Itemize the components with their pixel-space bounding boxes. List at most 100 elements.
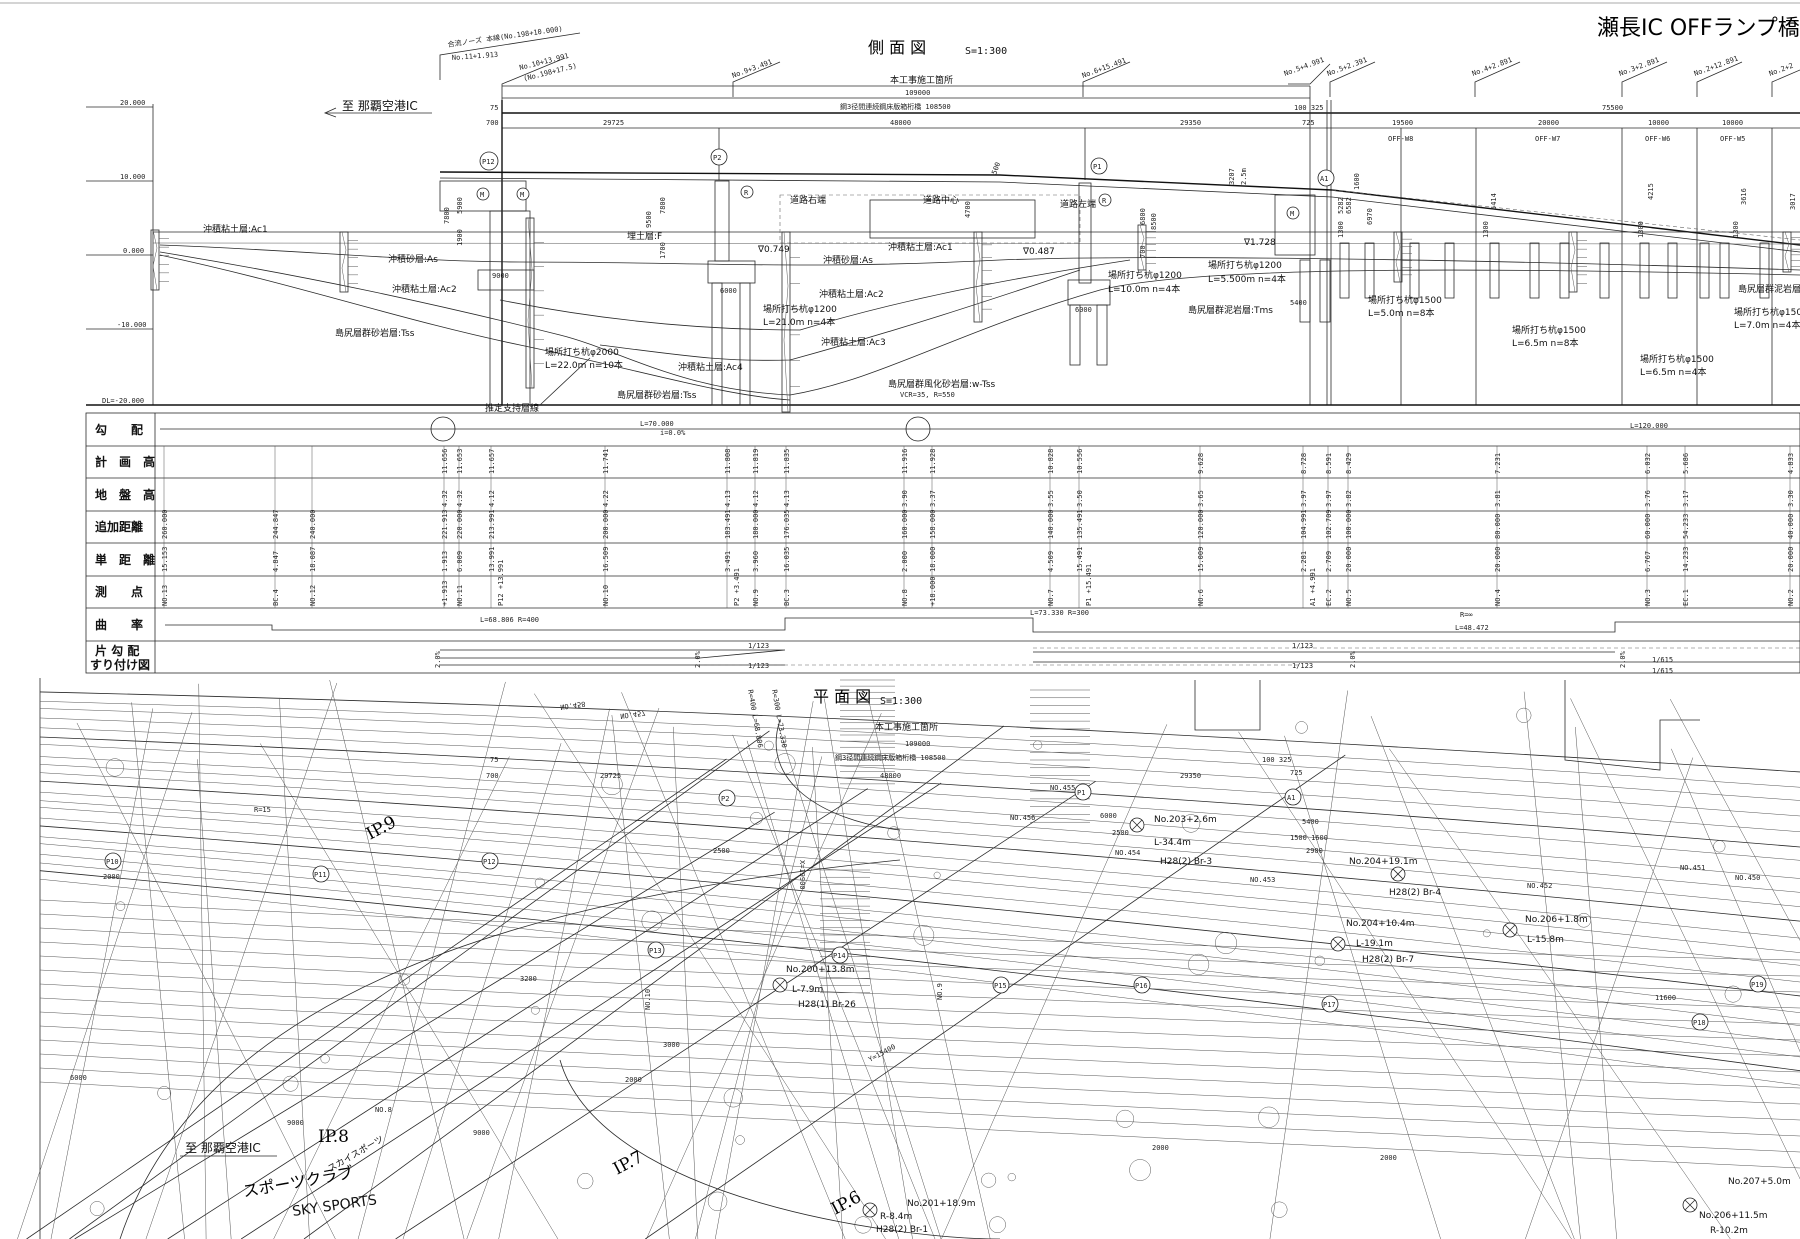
station-cell-add: 120.000 [1197, 509, 1205, 539]
dim: 6000 [1075, 306, 1092, 314]
tree-symbol-icon [981, 1172, 997, 1188]
boring-station: No.200+13.8m [786, 965, 854, 975]
plan-guide-line [259, 743, 559, 1239]
borehole-column [339, 231, 349, 293]
dim: R=400 L=68.806 [746, 689, 764, 749]
layer-label: 島尻層群砂岩層:Tss [617, 389, 697, 401]
retaining-wall-pile [1489, 242, 1500, 299]
retaining-wall-pile [1529, 242, 1540, 299]
boring-station: No.204+10.4m [1346, 919, 1414, 929]
layer-label: 島尻層群風化砂岩層:w-Tss [888, 378, 996, 390]
pile-type: 場所打ち杭φ2000 [545, 346, 619, 358]
superelevation-label: 1/123 [1292, 662, 1313, 670]
station-cell-ground: 3.50 [1076, 490, 1084, 507]
dim: 2.5m [1240, 168, 1248, 185]
station-cell-point: NO.10 [602, 585, 610, 606]
ip-label: IP.6 [828, 1187, 865, 1219]
boring-station: No.206+11.5m [1699, 1211, 1767, 1221]
dim: 2500 [1112, 829, 1129, 837]
road-edge-line [39, 756, 1800, 879]
station-cell-single: 3.491 [724, 551, 732, 572]
crossing-line [26, 758, 727, 1239]
dim: 9500 [645, 211, 653, 228]
station-cell-add: 200.000 [602, 509, 610, 539]
station-cell-add: 104.991 [1300, 509, 1308, 539]
total-length: 109000 [905, 89, 930, 97]
lane-line [39, 997, 1800, 1073]
misc-dimensions: 7800 5900 1900 9000 9500 7800 1700 6000 … [443, 161, 1797, 314]
boring-id: H28(2) Br-3 [1160, 857, 1212, 867]
station-cell-add: 135.491 [1076, 509, 1084, 539]
station-cell-point: P1 +15.491 [1085, 564, 1093, 606]
marker-m: M [520, 191, 524, 199]
tree-symbol-icon [398, 973, 410, 986]
station-cell-single: 20.000 [1345, 547, 1353, 572]
ip-label: IP.8 [318, 1127, 349, 1147]
station-cell-single: 2.709 [1325, 551, 1333, 572]
road-station: NO.457 [620, 708, 646, 719]
station-cell-point: NO.11 [456, 585, 464, 606]
direction-arrow: 至 那覇空港IC [323, 99, 432, 118]
layer-label: 島尻層群砂岩層:Tss [335, 327, 415, 339]
station-cell-point: NO.5 [1345, 589, 1353, 606]
label-off-w6: OFF-W6 [1645, 135, 1670, 143]
ip-label: IP.7 [610, 1147, 647, 1179]
station-cell-ground: 4.32 [441, 490, 449, 507]
dim: Y=15400 [867, 1043, 897, 1064]
facility-name-en: SKY SPORTS [291, 1192, 378, 1220]
dim: 9000 [492, 272, 509, 280]
direction-label: 至 那覇空港IC [342, 99, 418, 113]
label-off-w8: OFF-W8 [1388, 135, 1413, 143]
station-cell-ground: 3.55 [1047, 490, 1055, 507]
station-cell-plan: 11.835 [783, 449, 791, 474]
elevation-label: -10.000 [117, 321, 147, 329]
plan-guide-line [198, 683, 207, 1239]
plan-direction-label: 至 那覇空港IC [185, 1141, 261, 1155]
dim: 5900 [456, 197, 464, 214]
dim: 5400 [1302, 818, 1319, 826]
station-cell-add: 54.233 [1682, 514, 1690, 539]
layer-label: 沖積砂層:As [388, 253, 438, 265]
dim: 5282 [1337, 197, 1345, 214]
station-cell-single: 18.000 [929, 547, 937, 572]
dim: 7800 [659, 197, 667, 214]
road-edge-line [39, 843, 1800, 1026]
support-layer-leader [539, 357, 591, 406]
dim-100-325: 100 325 [1294, 104, 1324, 112]
road-station-labels: NO.457 NO.458 NO.456 NO.455 NO.454 NO.45… [375, 699, 1760, 1114]
road-edge-line [39, 764, 1800, 893]
dim-w7: 20000 [1538, 119, 1559, 127]
dim: 3200 [520, 975, 537, 983]
plan-guide-line [498, 708, 610, 1239]
bridge-label: 鋼3径間連続鋼床版箱桁橋 108500 [840, 102, 951, 111]
station-cell-ground: 3.76 [1644, 490, 1652, 507]
elevation-label: 10.000 [120, 173, 145, 181]
dim-w5: 10000 [1722, 119, 1743, 127]
retaining-wall-pile [1699, 242, 1710, 299]
road-edge-line [39, 870, 1800, 1072]
sheet-title: 瀬長IC OFFランプ橋 [1597, 16, 1800, 41]
borehole-column [781, 231, 791, 413]
dim: 1300 [1482, 221, 1490, 238]
label-off-w7: OFF-W7 [1535, 135, 1560, 143]
tree-symbol-icon [105, 758, 124, 777]
label-off-w5: OFF-W5 [1720, 135, 1745, 143]
station-cell-point: BC.4 [272, 589, 280, 606]
tree-symbol-icon [1188, 953, 1210, 975]
plan-guide-line [646, 713, 882, 1239]
station-callout: No.6+15.491 [1081, 57, 1127, 80]
pier-label-p1: P1 [1093, 163, 1101, 171]
road-edge-line [39, 791, 1800, 939]
road-edge-line [39, 717, 1800, 817]
pier-label-p2: P2 [713, 154, 721, 162]
crossing-line [69, 730, 770, 1239]
station-cell-plan: 11.916 [901, 449, 909, 474]
station-cell-single: 6.767 [1644, 551, 1652, 572]
dim: X=19900 [798, 860, 806, 890]
soil-layer-labels: 沖積粘土層:Ac1 沖積砂層:As 沖積粘土層:Ac2 島尻層群砂岩層:Tss … [203, 223, 1800, 414]
boring-offset: L-19.1m [1356, 939, 1393, 949]
station-cell-point: EC.1 [1682, 589, 1690, 606]
borehole-log [152, 229, 158, 291]
boring-symbol-icon [772, 817, 1698, 1218]
station-cell-point: NO.13 [161, 585, 169, 606]
